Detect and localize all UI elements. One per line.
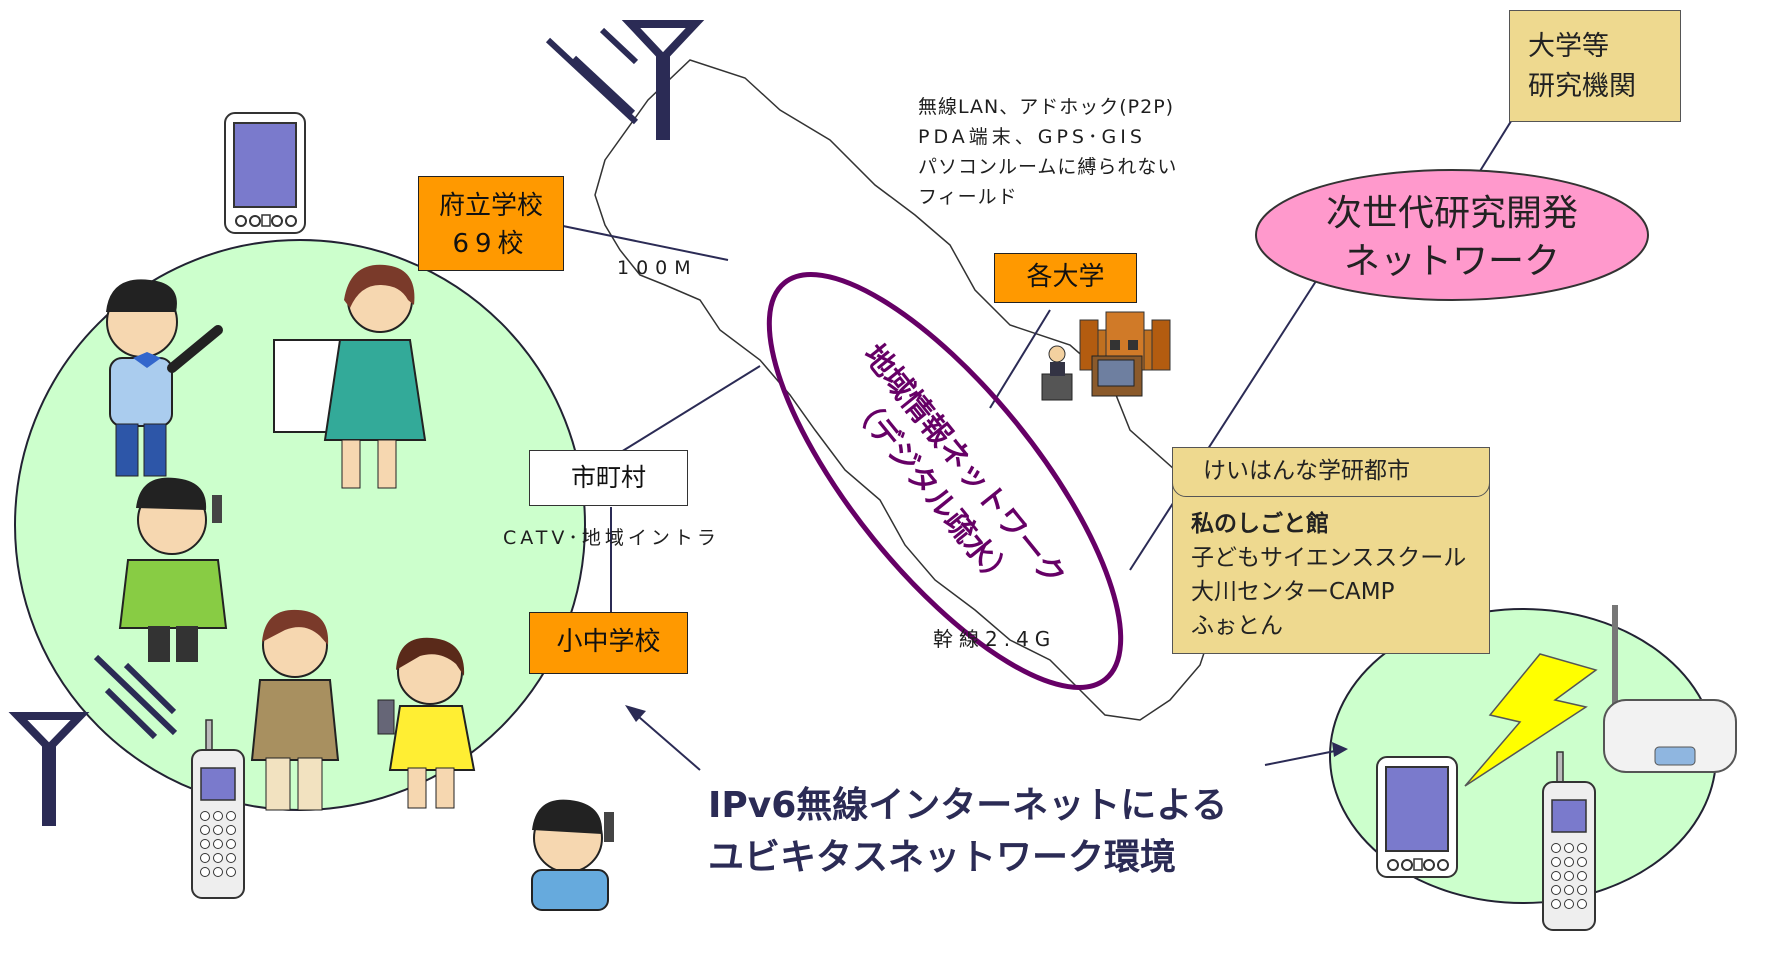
regional-network-text: 地域情報ネットワーク （デジタル疏水） [842, 338, 1072, 596]
link-schools-network [562, 225, 729, 261]
arrow-head-keihanna [1332, 742, 1348, 757]
keihanna-title: けいはんな学研都市 [1203, 458, 1410, 484]
prefectural-schools-label: 府立学校 [438, 191, 543, 221]
keihanna-item: 子どもサイエンススクール [1191, 545, 1467, 571]
nextgen-network-label: 次世代研究開発 ネットワーク [1256, 190, 1648, 286]
person-illustration [250, 609, 340, 811]
lecturer-icon [1041, 345, 1143, 401]
arrow-to-schools [631, 710, 701, 771]
ipv6-caption: IPv6無線インターネットによる ユビキタスネットワーク環境 [708, 780, 1227, 884]
elementary-schools-box: 小中学校 [529, 612, 688, 674]
keihanna-item: ふぉとん [1191, 613, 1283, 639]
wireless-note-line: PDA端末、GPS･GIS [918, 126, 1146, 148]
research-institutions-box: 大学等 研究機関 [1509, 10, 1681, 122]
antenna-icon [545, 20, 705, 140]
municipalities-box: 市町村 [529, 450, 688, 506]
link-nextgen-network [1129, 277, 1319, 571]
antenna-icon [8, 654, 178, 826]
research-institutions-line2: 研究機関 [1528, 71, 1636, 102]
catv-label: CATV･地域イントラ [503, 527, 720, 549]
wireless-note-line: フィールド [918, 186, 1018, 208]
pda-icon [224, 112, 306, 234]
keihanna-box: けいはんな学研都市 私のしごと館 子どもサイエンススクール 大川センターCAMP… [1172, 447, 1490, 654]
prefectural-schools-box: 府立学校 69校 [418, 176, 564, 271]
ipv6-caption-line2: ユビキタスネットワーク環境 [708, 837, 1177, 878]
municipalities-label: 市町村 [570, 463, 646, 492]
person-illustration [106, 279, 223, 477]
arrow-head-schools [625, 705, 646, 722]
keihanna-title-bar: けいはんな学研都市 [1172, 447, 1490, 497]
arrow-to-keihanna-field [1264, 749, 1341, 766]
trunk-speed-label: 幹線2.4G [933, 627, 1057, 651]
nextgen-network-ellipse [1255, 169, 1649, 301]
prefectural-schools-count: 69校 [452, 229, 530, 259]
nextgen-network-line1: 次世代研究開発 [1325, 193, 1578, 234]
person-illustration [273, 264, 427, 489]
universities-label: 各大学 [1026, 262, 1105, 292]
pda-icon [1376, 756, 1458, 878]
kyoto-map-outline [594, 59, 1216, 721]
link-universities-network [989, 309, 1051, 409]
wireless-note: 無線LAN、アドホック(P2P) PDA端末、GPS･GIS パソコンルームに縛… [918, 92, 1177, 212]
wireless-note-line: 無線LAN、アドホック(P2P) [918, 96, 1175, 118]
keihanna-item: 大川センターCAMP [1191, 579, 1395, 605]
universities-box: 各大学 [994, 253, 1137, 303]
lightning-icon [1464, 653, 1598, 787]
research-institutions-line1: 大学等 [1528, 31, 1609, 62]
regional-network-ellipse [766, 272, 1124, 690]
person-illustration [118, 477, 228, 662]
wireless-router-icon [1603, 605, 1737, 773]
wireless-note-line: パソコンルームに縛られない [918, 156, 1178, 178]
nextgen-network-line2: ネットワーク [1343, 241, 1560, 282]
elementary-schools-label: 小中学校 [556, 627, 661, 657]
keihanna-highlight: 私のしごと館 [1191, 511, 1329, 537]
person-illustration [377, 637, 476, 809]
person-illustration [531, 799, 614, 911]
ipv6-caption-line1: IPv6無線インターネットによる [708, 785, 1228, 826]
speed-100m-label: 100M [617, 257, 698, 279]
